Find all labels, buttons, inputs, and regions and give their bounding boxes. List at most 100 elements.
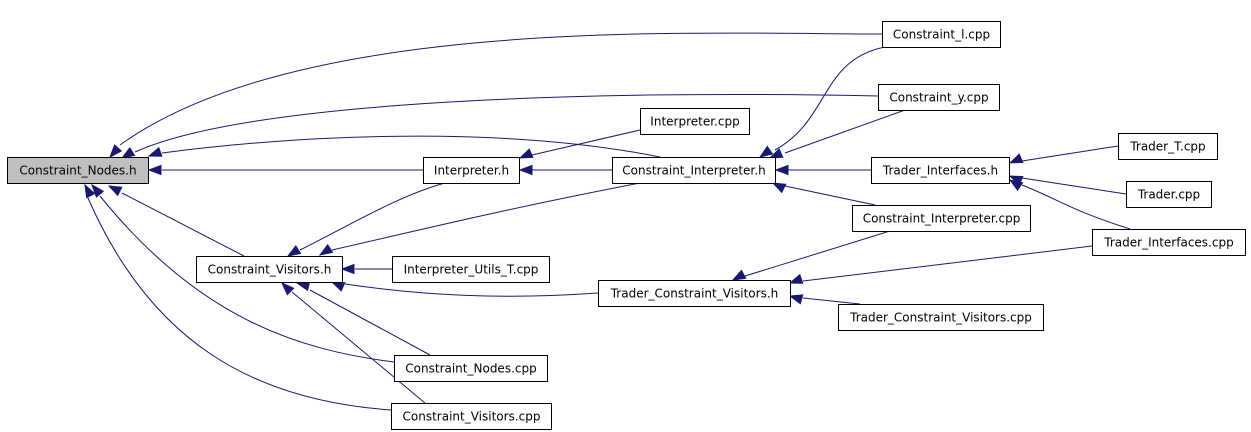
node-box[interactable] bbox=[640, 108, 750, 135]
edge-line bbox=[1021, 184, 1131, 230]
node-interpreter-cpp[interactable]: Interpreter.cpp bbox=[640, 108, 750, 135]
arrowhead-icon bbox=[1008, 179, 1024, 192]
edge-line bbox=[1021, 145, 1119, 162]
node-box[interactable] bbox=[423, 157, 520, 184]
node-constraint-interpreter-h[interactable]: Constraint_Interpreter.h bbox=[612, 157, 776, 184]
edge-ci-h-to-cn-h bbox=[147, 135, 661, 158]
arrowhead-icon bbox=[340, 263, 355, 275]
edge-line bbox=[134, 93, 879, 153]
node-trader-cpp[interactable]: Trader.cpp bbox=[1126, 181, 1212, 208]
node-box[interactable] bbox=[392, 256, 550, 283]
arrowhead-icon bbox=[518, 148, 534, 159]
edge-tcv-cpp-to-tcv-h bbox=[788, 294, 861, 305]
edge-line bbox=[121, 192, 245, 257]
edge-cv-h-to-cn-h bbox=[107, 185, 245, 257]
edge-ti-cpp-to-ti-h bbox=[1008, 179, 1131, 230]
arrowhead-icon bbox=[768, 148, 784, 159]
node-trader-constraint-visitors-cpp[interactable]: Trader_Constraint_Visitors.cpp bbox=[838, 304, 1044, 331]
node-interpreter-utils-t-cpp[interactable]: Interpreter_Utils_T.cpp bbox=[392, 256, 550, 283]
edge-line bbox=[291, 291, 426, 404]
edge-cy-cpp-to-ci-h bbox=[768, 109, 906, 159]
arrowhead-icon bbox=[774, 164, 789, 176]
arrowhead-icon bbox=[330, 281, 346, 292]
edge-line bbox=[161, 135, 661, 158]
node-label: Trader_Constraint_Visitors.cpp bbox=[849, 311, 1032, 325]
edge-line bbox=[744, 230, 891, 277]
edges-layer bbox=[84, 32, 1131, 411]
edge-line bbox=[802, 245, 1093, 282]
node-constraint-nodes-h[interactable]: Constraint_Nodes.h bbox=[7, 157, 149, 184]
edge-line bbox=[119, 32, 883, 146]
arrowhead-icon bbox=[280, 281, 295, 296]
node-box[interactable] bbox=[7, 157, 149, 184]
edge-ci-h-to-cv-h bbox=[318, 182, 641, 256]
arrowhead-icon bbox=[147, 146, 163, 157]
node-label: Constraint_Interpreter.cpp bbox=[863, 212, 1021, 226]
edge-cl-cpp-to-cn-h bbox=[109, 32, 883, 159]
node-box[interactable] bbox=[196, 256, 343, 283]
edge-ci-h-to-ip-h bbox=[518, 164, 612, 176]
node-constraint-l-cpp[interactable]: Constraint_l.cpp bbox=[882, 21, 1001, 48]
node-constraint-interpreter-cpp[interactable]: Constraint_Interpreter.cpp bbox=[852, 205, 1031, 232]
node-constraint-y-cpp[interactable]: Constraint_y.cpp bbox=[878, 84, 1000, 111]
edge-line bbox=[802, 297, 861, 305]
node-box[interactable] bbox=[1092, 229, 1246, 256]
edge-line bbox=[784, 109, 906, 154]
node-box[interactable] bbox=[838, 304, 1044, 331]
node-box[interactable] bbox=[852, 205, 1031, 232]
edge-line bbox=[99, 195, 395, 363]
node-label: Constraint_Interpreter.h bbox=[622, 164, 765, 178]
edge-line bbox=[309, 289, 431, 356]
node-constraint-visitors-h[interactable]: Constraint_Visitors.h bbox=[196, 256, 343, 283]
node-trader-interfaces-h[interactable]: Trader_Interfaces.h bbox=[871, 157, 1010, 184]
arrowhead-icon bbox=[518, 164, 533, 176]
node-label: Trader_Constraint_Visitors.h bbox=[610, 287, 779, 301]
node-interpreter-h[interactable]: Interpreter.h bbox=[423, 157, 520, 184]
edge-ip-cpp-to-ip-h bbox=[518, 129, 641, 159]
arrowhead-icon bbox=[147, 164, 162, 176]
edge-line bbox=[87, 197, 392, 411]
arrowhead-icon bbox=[109, 144, 123, 159]
arrowhead-icon bbox=[286, 244, 302, 257]
edge-line bbox=[774, 46, 886, 151]
node-box[interactable] bbox=[394, 355, 548, 382]
node-label: Constraint_Nodes.h bbox=[19, 164, 136, 178]
node-box[interactable] bbox=[612, 157, 776, 184]
node-box[interactable] bbox=[598, 280, 791, 307]
node-label: Trader_T.cpp bbox=[1129, 140, 1205, 154]
arrowhead-icon bbox=[1008, 153, 1024, 164]
node-box[interactable] bbox=[1118, 133, 1218, 160]
arrowhead-icon bbox=[91, 183, 105, 198]
edge-line bbox=[784, 185, 876, 206]
arrowhead-icon bbox=[120, 146, 136, 159]
arrowhead-icon bbox=[758, 145, 774, 158]
node-constraint-nodes-cpp[interactable]: Constraint_Nodes.cpp bbox=[394, 355, 548, 382]
node-box[interactable] bbox=[878, 84, 1000, 111]
node-box[interactable] bbox=[391, 403, 552, 430]
node-label: Interpreter.h bbox=[434, 164, 509, 178]
edge-tt-cpp-to-ti-h bbox=[1008, 145, 1119, 164]
edge-cl-cpp-to-ci-h bbox=[758, 46, 886, 158]
edge-cn-cpp-to-cv-h bbox=[295, 280, 431, 356]
node-label: Trader_Interfaces.cpp bbox=[1103, 236, 1233, 250]
node-box[interactable] bbox=[871, 157, 1010, 184]
node-trader-constraint-visitors-h[interactable]: Trader_Constraint_Visitors.h bbox=[598, 280, 791, 307]
edge-tcv-h-to-cv-h bbox=[330, 281, 599, 297]
edge-ci-cpp-to-tcv-h bbox=[731, 230, 891, 281]
edge-ip-h-to-cn-h bbox=[147, 164, 423, 176]
edge-ti-cpp-to-tcv-h bbox=[788, 245, 1093, 284]
node-constraint-visitors-cpp[interactable]: Constraint_Visitors.cpp bbox=[391, 403, 552, 430]
arrowhead-icon bbox=[84, 183, 96, 199]
edge-tr-cpp-to-ti-h bbox=[1008, 175, 1127, 195]
node-label: Interpreter_Utils_T.cpp bbox=[404, 263, 539, 277]
node-trader-t-cpp[interactable]: Trader_T.cpp bbox=[1118, 133, 1218, 160]
node-box[interactable] bbox=[882, 21, 1001, 48]
edge-ti-h-to-ci-h bbox=[774, 164, 871, 176]
arrowhead-icon bbox=[107, 185, 123, 197]
arrowhead-icon bbox=[788, 273, 804, 284]
node-trader-interfaces-cpp[interactable]: Trader_Interfaces.cpp bbox=[1092, 229, 1246, 256]
node-label: Constraint_Visitors.h bbox=[208, 263, 332, 277]
node-box[interactable] bbox=[1126, 181, 1212, 208]
edge-line bbox=[299, 182, 446, 251]
